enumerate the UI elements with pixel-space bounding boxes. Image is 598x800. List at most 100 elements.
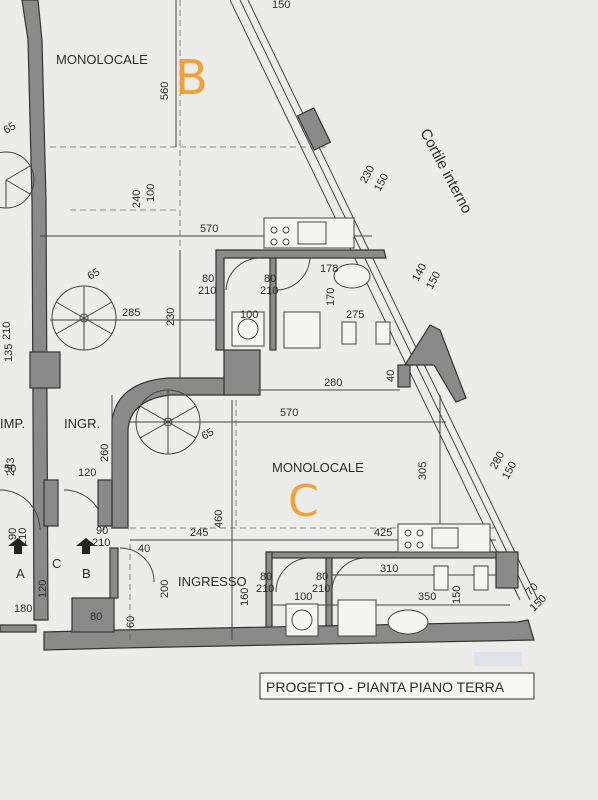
- door-entrance-b: [119, 547, 155, 583]
- door-c-2: [331, 557, 367, 593]
- room-monolocale-c: MONOLOCALE: [272, 460, 364, 475]
- door-jamb-2: [97, 479, 113, 527]
- dim-178: 178: [320, 263, 338, 275]
- dim-150-d: 150: [451, 586, 463, 604]
- bath-c-washer: [285, 603, 319, 637]
- dim-65-b: 65: [200, 426, 217, 443]
- dim-200: 200: [159, 580, 171, 598]
- room-ingresso: INGRESSO: [178, 574, 247, 589]
- entrance-a: A: [16, 566, 25, 581]
- kitchen-c-burner-1: [404, 529, 412, 537]
- door-entrance-a: [0, 489, 41, 531]
- column: [29, 351, 61, 389]
- annotation-b: B: [175, 50, 208, 106]
- central-wall-block: [223, 349, 261, 396]
- dim-150-top: 150: [272, 0, 290, 11]
- bath-b-toilet: [341, 321, 357, 345]
- dim-80-a: 80: [202, 273, 214, 285]
- right-angled-wall: [403, 324, 467, 403]
- door-c-1: [275, 557, 311, 593]
- room-ingr: INGR.: [64, 416, 100, 431]
- bottom-left-inner: [109, 547, 119, 599]
- bath-b-bidet: [375, 321, 391, 345]
- watermark: [474, 652, 522, 666]
- dim-100-a: 100: [145, 184, 157, 202]
- bath-c-shower: [337, 599, 377, 637]
- dim-210-g: 210: [312, 583, 330, 595]
- dim-570-b: 570: [280, 407, 298, 419]
- dim-160: 160: [239, 588, 251, 606]
- dim-260: 260: [99, 444, 111, 462]
- bath-b-shower: [283, 311, 321, 349]
- room-monolocale-b: MONOLOCALE: [56, 52, 148, 67]
- dim-570-a: 570: [200, 223, 218, 235]
- dim-80-c: 80: [260, 571, 272, 583]
- courtyard-pillar: [296, 107, 332, 151]
- dim-210-d: 210: [17, 528, 29, 546]
- dim-425: 425: [374, 527, 392, 539]
- dim-245: 245: [190, 527, 208, 539]
- dim-560: 560: [159, 82, 171, 100]
- kitchen-c-burner-2: [416, 529, 424, 537]
- bathroom-c-top-wall: [267, 551, 499, 559]
- bottom-left-step: [71, 597, 115, 633]
- dim-80-e: 80: [90, 611, 102, 623]
- kitchen-c-burner-4: [416, 541, 424, 549]
- plan-title: PROGETTO - PIANTA PIANO TERRA: [266, 679, 505, 695]
- kitchen-b-burner-2: [282, 226, 290, 234]
- dim-305: 305: [417, 462, 429, 480]
- dim-285: 285: [122, 307, 140, 319]
- dim-210-f: 210: [256, 583, 274, 595]
- left-outer-wall: [21, 0, 49, 621]
- dim-280-a: 280: [324, 377, 342, 389]
- arrow-a-icon: [8, 538, 28, 554]
- dim-350: 350: [418, 591, 436, 603]
- dim-275: 275: [346, 309, 364, 321]
- dim-100-c: 100: [294, 591, 312, 603]
- door-jamb: [43, 479, 59, 527]
- dim-210-e: 210: [92, 537, 110, 549]
- dim-243: 243: [5, 458, 17, 476]
- kitchen-c-burner-3: [404, 541, 412, 549]
- spiral-stair-b: [51, 285, 117, 351]
- title-box: [259, 672, 535, 700]
- kitchen-b-sink: [297, 221, 327, 245]
- dim-90-b: 90: [96, 525, 108, 537]
- dim-210-a: 210: [198, 285, 216, 297]
- door-b-1: [225, 257, 261, 291]
- dim-90-a: 90: [7, 528, 19, 540]
- dim-40-a: 40: [385, 370, 397, 382]
- kitchen-c-sink: [431, 527, 459, 549]
- bath-c-washer-drum: [291, 609, 313, 631]
- courtyard-line-2: [239, 0, 531, 601]
- entrance-c: C: [52, 556, 61, 571]
- spiral-stair-c: [135, 389, 201, 455]
- courtyard-line-3: [247, 0, 539, 601]
- bath-c-bidet: [473, 565, 489, 591]
- dim-135: 135: [3, 344, 15, 362]
- door-b-2: [275, 257, 311, 291]
- courtyard-line-1: [229, 0, 521, 601]
- dim-170: 170: [325, 288, 337, 306]
- dim-460: 460: [213, 510, 225, 528]
- dim-65-a: 65: [86, 266, 103, 283]
- spiral-stair-left: [0, 151, 35, 209]
- bath-c-sink: [387, 609, 429, 635]
- dim-80-b: 80: [264, 273, 276, 285]
- dim-40-b: 40: [138, 543, 150, 555]
- kitchen-b-burner-4: [282, 238, 290, 246]
- bathroom-c-left-wall: [265, 551, 273, 639]
- dim-210-c: 210: [1, 322, 13, 340]
- annotation-c: C: [288, 476, 319, 527]
- dim-120-a: 120: [78, 467, 96, 479]
- bath-b-wall: [269, 257, 277, 351]
- dim-230-b: 230: [165, 308, 177, 326]
- entrance-b: B: [82, 566, 91, 581]
- dim-120-b: 120: [37, 580, 49, 598]
- room-imp: IMP.: [0, 416, 25, 431]
- dim-310: 310: [380, 563, 398, 575]
- bath-b-sink: [333, 263, 371, 289]
- bath-c-toilet: [433, 565, 449, 591]
